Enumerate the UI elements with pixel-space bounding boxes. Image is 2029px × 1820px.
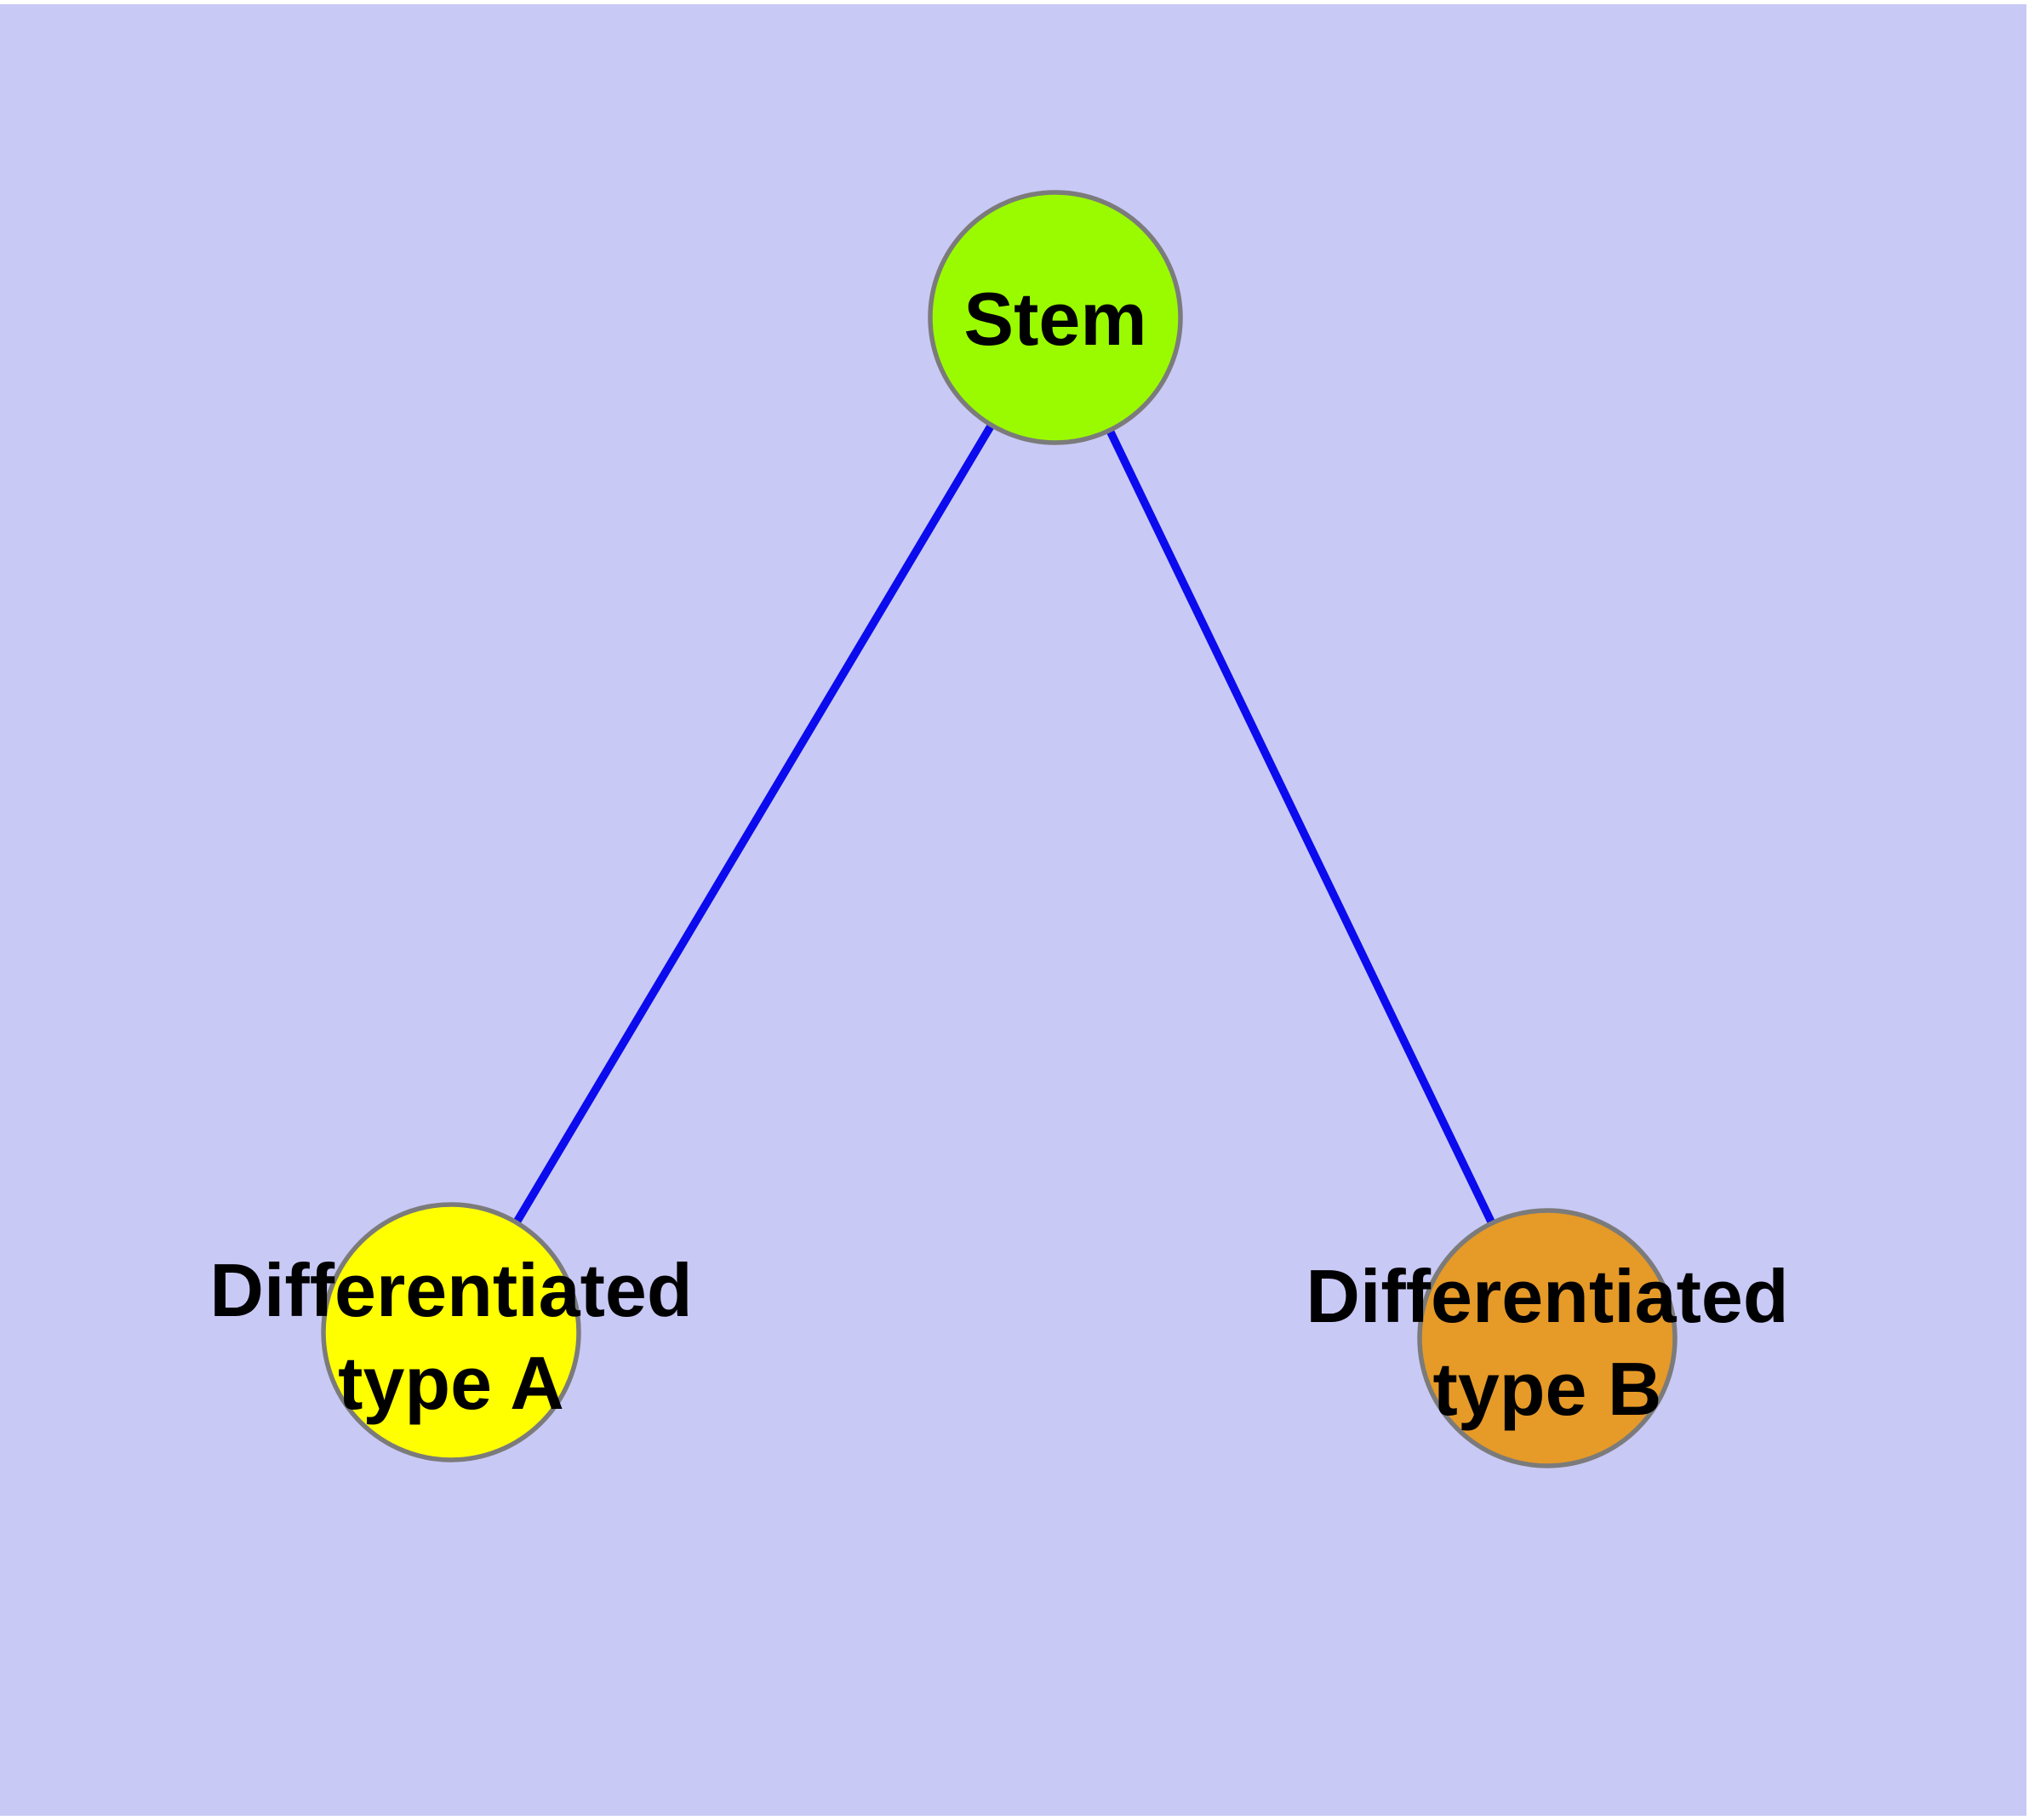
label-type-a-line2: type A <box>338 1341 564 1425</box>
edge-stem-to-type-b <box>1051 315 1552 1341</box>
node-differentiated-type-b <box>1417 1208 1677 1468</box>
label-stem: Stem <box>963 277 1146 361</box>
label-type-b-line1: Differentiated <box>1306 1254 1788 1338</box>
edge-stem-to-type-a <box>447 315 1060 1335</box>
label-type-a-line1: Differentiated <box>209 1248 692 1332</box>
node-stem <box>928 190 1183 445</box>
label-type-b-line2: type B <box>1433 1347 1662 1431</box>
node-differentiated-type-a <box>321 1202 581 1462</box>
